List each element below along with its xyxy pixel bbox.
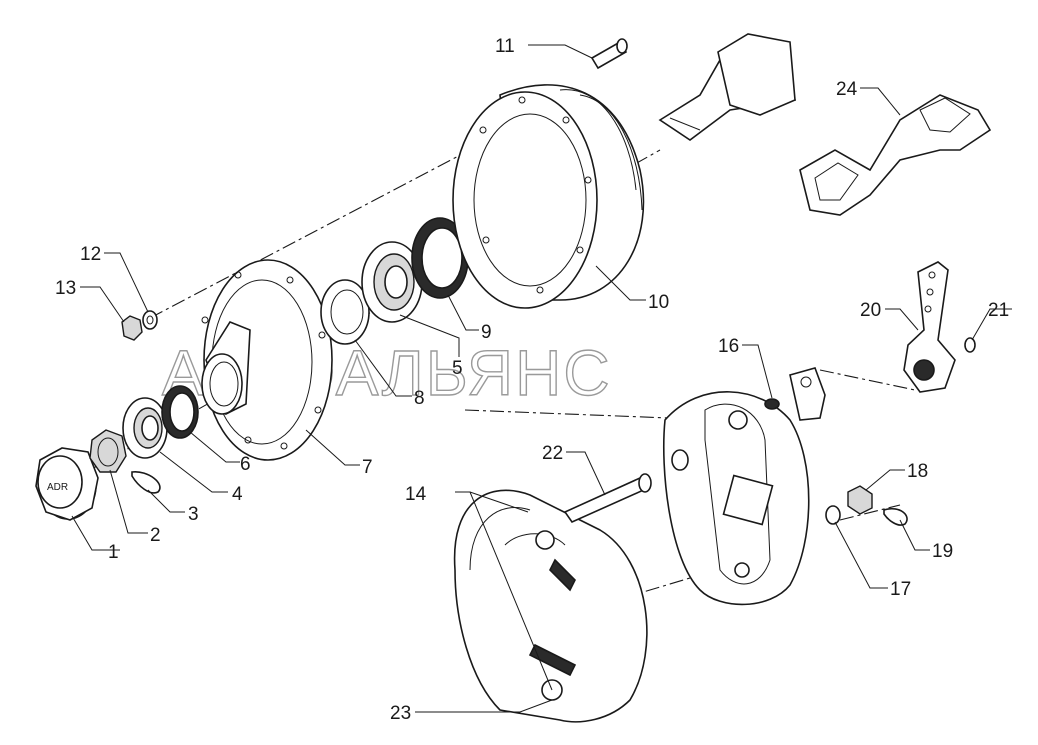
camshaft bbox=[563, 473, 652, 524]
callout-3: 3 bbox=[188, 504, 199, 525]
callout-12: 12 bbox=[80, 244, 101, 265]
wheel-stud bbox=[590, 38, 628, 70]
callout-2: 2 bbox=[150, 525, 161, 546]
lever-24 bbox=[799, 94, 992, 216]
callout-17: 17 bbox=[890, 579, 911, 600]
callout-14: 14 bbox=[405, 484, 427, 505]
callout-18: 18 bbox=[907, 461, 928, 482]
brake-drum bbox=[452, 84, 645, 309]
callout-9: 9 bbox=[481, 322, 492, 343]
nut-13 bbox=[121, 315, 143, 341]
cotter-pin bbox=[131, 471, 161, 494]
callout-7: 7 bbox=[362, 457, 373, 478]
oil-seal bbox=[411, 217, 469, 299]
callout-23: 23 bbox=[390, 703, 411, 724]
brake-shoes bbox=[453, 489, 648, 723]
callout-22: 22 bbox=[542, 443, 563, 464]
hub-cap: ADR bbox=[35, 447, 99, 521]
callout-4: 4 bbox=[232, 484, 243, 505]
seal-ring-small bbox=[161, 385, 199, 439]
bracket-16 bbox=[764, 367, 826, 421]
castle-nut bbox=[89, 429, 127, 473]
hub-cap-marking: ADR bbox=[47, 482, 68, 493]
clip-21 bbox=[964, 337, 976, 353]
callout-labels: 1 2 3 4 5 6 7 8 9 10 11 12 13 14 16 17 1… bbox=[55, 36, 1009, 724]
castle-nut-18 bbox=[847, 485, 873, 515]
callout-5: 5 bbox=[452, 358, 463, 379]
leader-lines bbox=[71, 44, 1012, 713]
wheel-hub bbox=[201, 259, 333, 461]
axle-spindle bbox=[658, 33, 797, 141]
slack-adjuster bbox=[903, 261, 956, 393]
inner-bearing-race bbox=[320, 279, 370, 345]
callout-13: 13 bbox=[55, 278, 76, 299]
callout-8: 8 bbox=[414, 388, 425, 409]
callout-16: 16 bbox=[718, 336, 739, 357]
callout-6: 6 bbox=[240, 454, 251, 475]
callout-10: 10 bbox=[648, 292, 669, 313]
outer-bearing bbox=[122, 397, 168, 459]
washer-12 bbox=[142, 310, 158, 330]
callout-24: 24 bbox=[836, 79, 858, 100]
backing-plate bbox=[662, 391, 810, 606]
inner-bearing bbox=[361, 241, 423, 323]
callout-19: 19 bbox=[932, 541, 953, 562]
callout-1: 1 bbox=[108, 542, 119, 563]
washer-17 bbox=[825, 505, 841, 525]
callout-20: 20 bbox=[860, 300, 881, 321]
callout-11: 11 bbox=[495, 36, 515, 57]
callout-21: 21 bbox=[988, 300, 1009, 321]
cotter-pin-19 bbox=[883, 508, 908, 526]
